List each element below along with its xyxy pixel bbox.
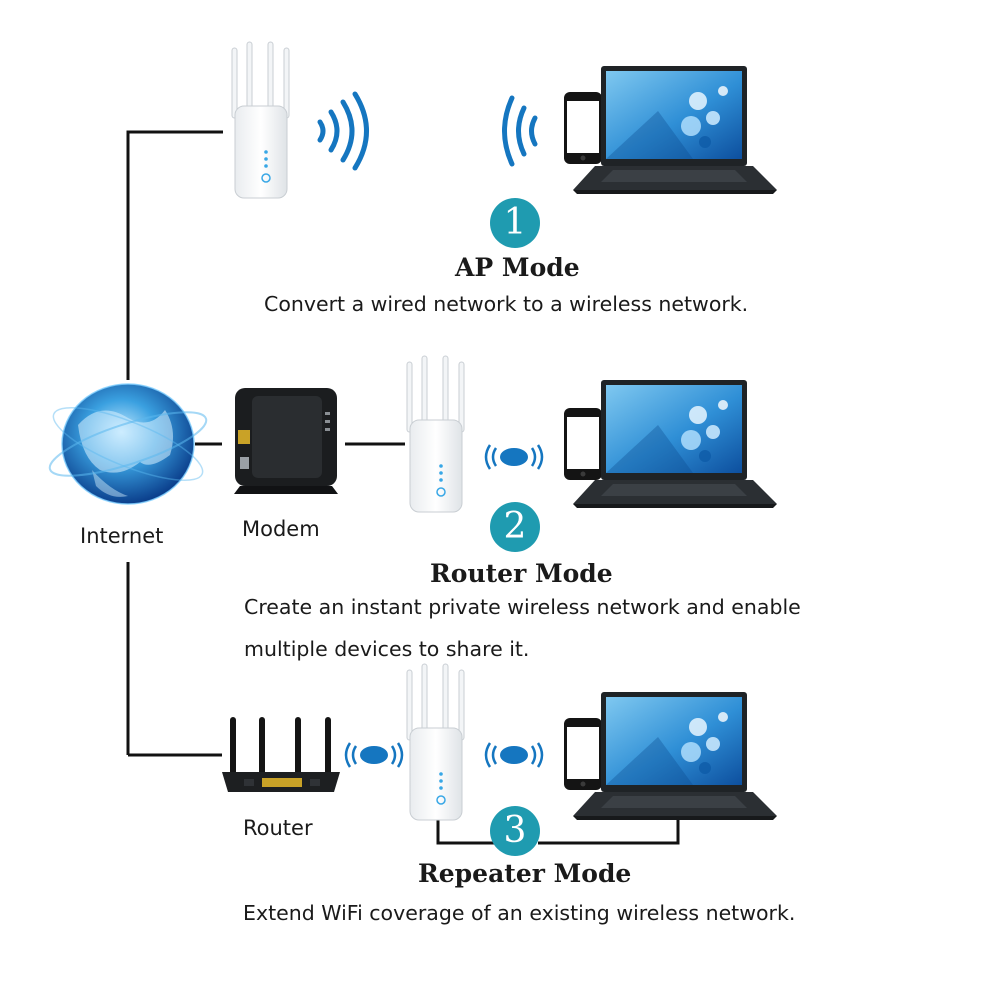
router-mode-description-line-1: Create an instant private wireless netwo…	[244, 595, 801, 619]
repeater-mode-uplink-wifi-badge-icon	[344, 741, 404, 769]
router-mode-description-line-2: multiple devices to share it.	[244, 637, 530, 661]
router-mode-extender-icon	[406, 355, 465, 513]
repeater-mode-phone-icon	[564, 718, 602, 790]
internet-label: Internet	[80, 524, 164, 548]
router-mode-phone-icon	[564, 408, 602, 480]
ap-mode-number-badge: 1	[490, 198, 540, 248]
modem-label: Modem	[242, 517, 320, 541]
router-mode-laptop-icon	[573, 380, 777, 508]
repeater-mode-number-badge: 3	[490, 806, 540, 856]
router-label: Router	[243, 816, 313, 840]
repeater-mode-downlink-wifi-badge-icon	[484, 741, 544, 769]
repeater-mode-description: Extend WiFi coverage of an existing wire…	[243, 901, 796, 925]
ap-mode-laptop-icon	[573, 66, 777, 194]
router-mode-number-badge: 2	[490, 502, 540, 552]
ap-mode-description: Convert a wired network to a wireless ne…	[264, 292, 749, 316]
ap-mode-extender-icon	[231, 41, 290, 199]
modem-icon	[234, 388, 338, 494]
repeater-mode-title: Repeater Mode	[418, 859, 632, 888]
router-icon	[222, 717, 340, 792]
wifi-signal-icon	[317, 91, 538, 171]
connection-lines	[126, 130, 680, 845]
router-mode-wifi-badge-icon	[484, 443, 544, 471]
repeater-mode-extender-icon	[406, 663, 465, 821]
repeater-mode-laptop-icon	[573, 692, 777, 820]
internet-globe-icon	[48, 383, 208, 505]
ap-mode-phone-icon	[564, 92, 602, 164]
router-mode-title: Router Mode	[430, 559, 613, 588]
ap-mode-title: AP Mode	[455, 253, 580, 282]
